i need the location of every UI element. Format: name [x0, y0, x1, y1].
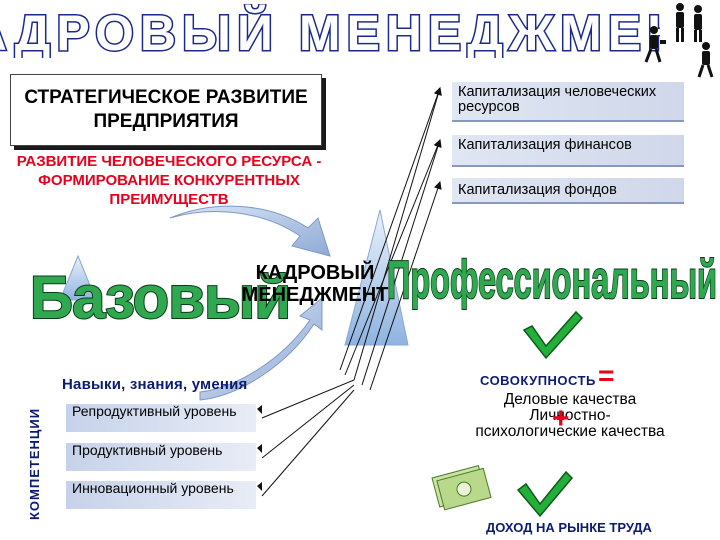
- curved-arrow: [169, 205, 331, 257]
- people-icon: [644, 3, 714, 78]
- capitalization-finance: Капитализация финансов: [452, 135, 684, 167]
- base-word: Базовый: [30, 264, 290, 331]
- competence-label: КОМПЕТЕНЦИИ: [27, 408, 42, 520]
- income-label: ДОХОД НА РЫНКЕ ТРУДА: [486, 520, 652, 535]
- main-title: КАДРОВЫЙ МЕНЕДЖМЕНТ: [0, 4, 660, 58]
- skills-arrow: [199, 296, 323, 401]
- capitalization-human-resources: Капитализация человеческих ресурсов: [452, 82, 684, 122]
- qualities-text: Деловые качества Личностно-психологическ…: [475, 391, 665, 440]
- svg-text:КОМПЕТЕНЦИИ: КОМПЕТЕНЦИИ: [27, 408, 42, 520]
- level-productive: Продуктивный уровень: [66, 443, 256, 471]
- skills-label: Навыки, знания, умения: [62, 376, 248, 393]
- totality-label: СОВОКУПНОСТЬ: [480, 373, 596, 388]
- title-text: КАДРОВЫЙ МЕНЕДЖМЕНТ: [0, 4, 660, 58]
- check-icon: [522, 310, 584, 360]
- development-text: РАЗВИТИЕ ЧЕЛОВЕЧЕСКОГО РЕСУРСА - ФОРМИРО…: [16, 153, 322, 208]
- strategy-box: СТРАТЕГИЧЕСКОЕ РАЗВИТИЕ ПРЕДПРИЯТИЯ: [10, 74, 322, 146]
- money-icon: [431, 464, 492, 511]
- level-reproductive: Репродуктивный уровень: [66, 404, 256, 432]
- professional-word: Профессиональный: [387, 250, 717, 310]
- level-innovative: Инновационный уровень: [66, 481, 256, 509]
- base-triangle: [59, 254, 97, 301]
- center-label: КАДРОВЫЙ МЕНЕДЖМЕНТ: [241, 262, 389, 306]
- capitalization-funds: Капитализация фондов: [452, 178, 684, 204]
- capitalization-funds-label: Капитализация фондов: [458, 181, 617, 198]
- plus-sign: +: [552, 402, 570, 435]
- equals-sign: =: [598, 360, 615, 391]
- check-icon: [516, 470, 574, 518]
